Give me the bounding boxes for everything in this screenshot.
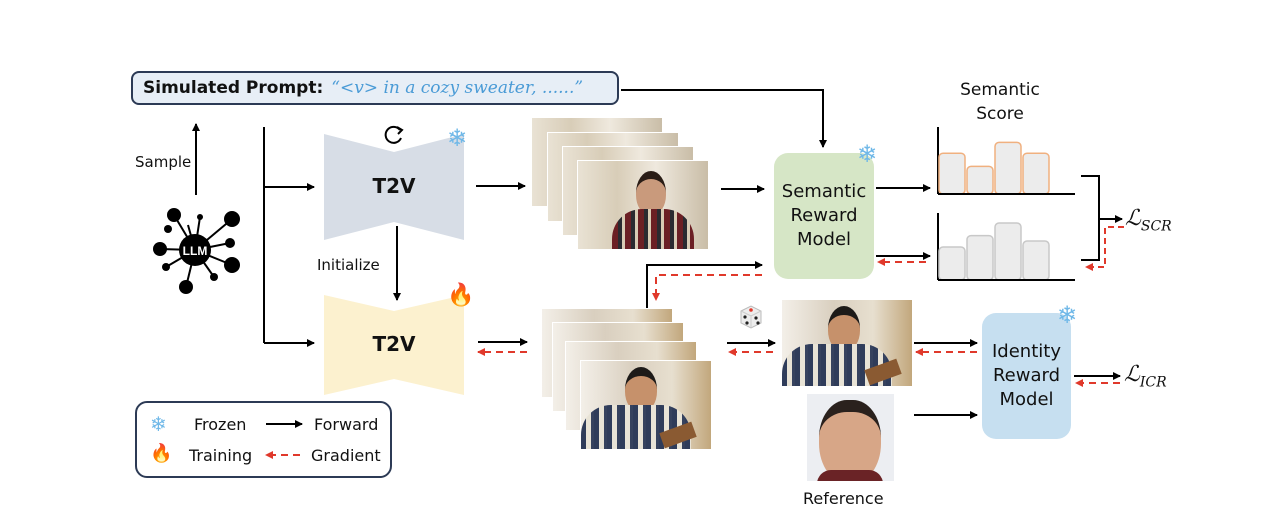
initialize-label: Initialize <box>317 256 380 274</box>
person-head <box>625 367 657 412</box>
person-head <box>636 171 666 215</box>
legend-snowflake-icon: ❄ <box>150 412 167 436</box>
semantic-score-chart-frozen <box>937 127 1075 195</box>
loss-scr-subscript: SCR <box>1140 218 1172 235</box>
t2v-frozen-label: T2V <box>372 174 416 198</box>
identity-rm-line-3: Model <box>999 389 1054 410</box>
identity-rm-line-1: Identity <box>992 341 1061 362</box>
arrow-training-videos-to-semantic-rm <box>646 261 763 308</box>
reference-face-image <box>807 394 894 481</box>
reference-collar <box>817 470 883 481</box>
loss-scr-symbol: ℒ <box>1125 206 1141 231</box>
reference-label: Reference <box>803 489 884 508</box>
snowflake-icon: ❄ <box>447 124 468 152</box>
video-frame-front <box>580 360 712 450</box>
semantic-score-title-line-1: Semantic <box>960 80 1040 100</box>
llm-label: LLM <box>183 244 208 258</box>
simulated-prompt-box: Simulated Prompt: “<v> in a cozy sweater… <box>131 71 619 105</box>
snowflake-icon: ❄ <box>857 140 878 168</box>
prompt-text: “<v> in a cozy sweater, ......” <box>331 78 584 98</box>
t2v-training-shape <box>324 295 464 395</box>
gradient-semantic-rm-to-videos <box>652 274 762 301</box>
refresh-icon <box>384 125 404 144</box>
chart-bracket <box>1081 175 1100 261</box>
prompt-label: Simulated Prompt: <box>143 78 324 98</box>
score-bar <box>966 165 994 195</box>
legend-frozen-label: Frozen <box>194 415 247 434</box>
semantic-score-chart-training <box>937 213 1075 281</box>
sweater <box>612 209 694 249</box>
fire-icon: 🔥 <box>447 283 475 308</box>
semantic-rm-line-3: Model <box>796 229 852 250</box>
identity-rm-line-2: Reward <box>992 365 1061 386</box>
training-generated-video-stack <box>541 308 721 453</box>
semantic-score-title-line-2: Score <box>976 104 1024 124</box>
loss-icr-symbol: ℒ <box>1124 362 1140 387</box>
semantic-rm-line-2: Reward <box>790 205 858 226</box>
reference-face <box>819 400 881 481</box>
semantic-score-title: Semantic Score <box>940 78 1060 126</box>
score-bar <box>966 234 994 281</box>
legend <box>135 401 392 478</box>
legend-forward-label: Forward <box>314 415 379 434</box>
identity-reward-model: Identity Reward Model <box>982 313 1071 439</box>
score-bar <box>1022 240 1050 281</box>
video-frame-front <box>577 160 709 250</box>
loss-icr-subscript: ICR <box>1139 374 1167 391</box>
sample-label: Sample <box>135 153 192 171</box>
loss-scr: ℒSCR <box>1125 206 1172 234</box>
t2v-frozen-shape <box>324 134 464 240</box>
score-bar <box>994 222 1022 281</box>
score-bar <box>938 152 966 195</box>
t2v-training-label: T2V <box>372 332 416 356</box>
score-bar <box>994 141 1022 195</box>
sampled-video-frame <box>781 299 913 387</box>
loss-icr: ℒICR <box>1124 362 1167 390</box>
frozen-generated-video-stack <box>531 117 731 257</box>
llm-network-icon: LLM <box>153 208 240 294</box>
snowflake-icon: ❄ <box>1057 301 1078 329</box>
semantic-rm-line-1: Semantic <box>781 181 867 202</box>
score-bar <box>1022 152 1050 195</box>
score-bar <box>938 246 966 281</box>
legend-gradient-label: Gradient <box>311 446 381 465</box>
legend-training-label: Training <box>189 446 253 465</box>
person-head <box>828 306 860 351</box>
legend-fire-icon: 🔥 <box>150 443 173 464</box>
dice-icon <box>740 305 762 329</box>
semantic-reward-model: Semantic Reward Model <box>774 153 874 279</box>
arrow-prompt-to-semantic-rm <box>621 89 827 148</box>
